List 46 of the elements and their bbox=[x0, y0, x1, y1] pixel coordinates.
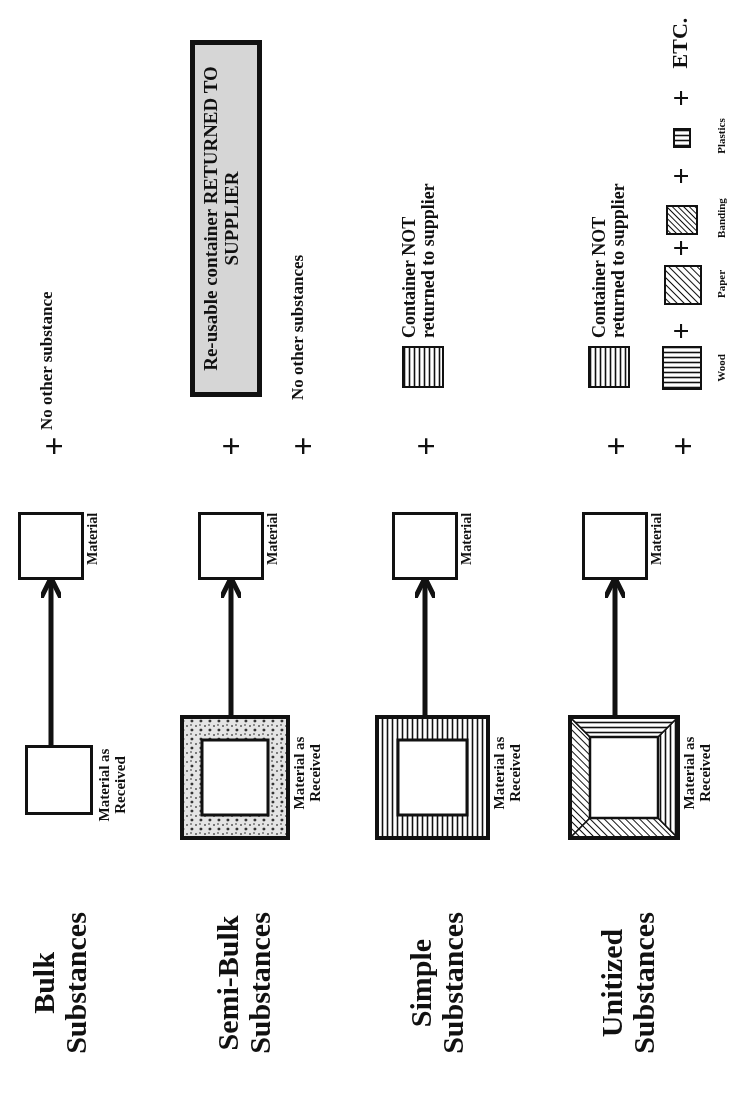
plus-sign: + bbox=[213, 435, 249, 458]
node-label: Material bbox=[266, 511, 281, 565]
plus-sign: + bbox=[598, 435, 634, 458]
node-label: Material as Received bbox=[292, 735, 324, 812]
box-drawing bbox=[392, 512, 458, 580]
node-label: Material as Received bbox=[682, 735, 714, 812]
box-drawing bbox=[198, 512, 264, 580]
note-box: Re-usable container RETURNED TO SUPPLIER bbox=[190, 40, 262, 397]
node-label: Banding bbox=[716, 197, 728, 240]
hatched-swatch bbox=[666, 205, 698, 235]
box-drawing bbox=[582, 512, 648, 580]
plus-sign: + bbox=[665, 435, 701, 458]
node-label: Material bbox=[650, 511, 665, 565]
node-label: Paper bbox=[716, 268, 728, 301]
crate-drawing bbox=[568, 715, 680, 840]
heading: Bulk Substances bbox=[28, 911, 91, 1056]
note-text: No other substances bbox=[289, 253, 307, 400]
plus-sign: + bbox=[665, 238, 697, 259]
node-label: Wood bbox=[716, 353, 728, 384]
node-label: Material bbox=[86, 511, 101, 565]
striped-swatch bbox=[662, 346, 702, 390]
node-label: Material as Received bbox=[492, 735, 524, 812]
node-label: Container NOT returned to supplier bbox=[400, 182, 438, 338]
striped-swatch bbox=[673, 128, 691, 148]
heading: Simple Substances bbox=[405, 911, 468, 1056]
node-label: Material bbox=[460, 511, 475, 565]
plus-sign: + bbox=[285, 435, 321, 458]
box-drawing bbox=[25, 745, 93, 815]
plus-sign: + bbox=[665, 321, 697, 342]
heading: Semi-Bulk Substances bbox=[212, 911, 275, 1056]
plus-sign: + bbox=[36, 435, 72, 458]
node-label: Plastics bbox=[716, 117, 728, 156]
plus-sign: + bbox=[665, 88, 697, 109]
etc-text: ETC. bbox=[668, 16, 692, 71]
package-drawing bbox=[180, 715, 290, 840]
package-drawing bbox=[375, 715, 490, 840]
node-label: Material as Received bbox=[97, 747, 129, 824]
striped-swatch bbox=[402, 346, 444, 388]
node-label: Container NOT returned to supplier bbox=[590, 182, 628, 338]
hatched-swatch bbox=[664, 265, 702, 305]
plus-sign: + bbox=[665, 166, 697, 187]
striped-swatch bbox=[588, 346, 630, 388]
note-text: No other substance bbox=[38, 290, 56, 430]
plus-sign: + bbox=[408, 435, 444, 458]
box-drawing bbox=[18, 512, 84, 580]
heading: Unitized Substances bbox=[596, 911, 659, 1056]
